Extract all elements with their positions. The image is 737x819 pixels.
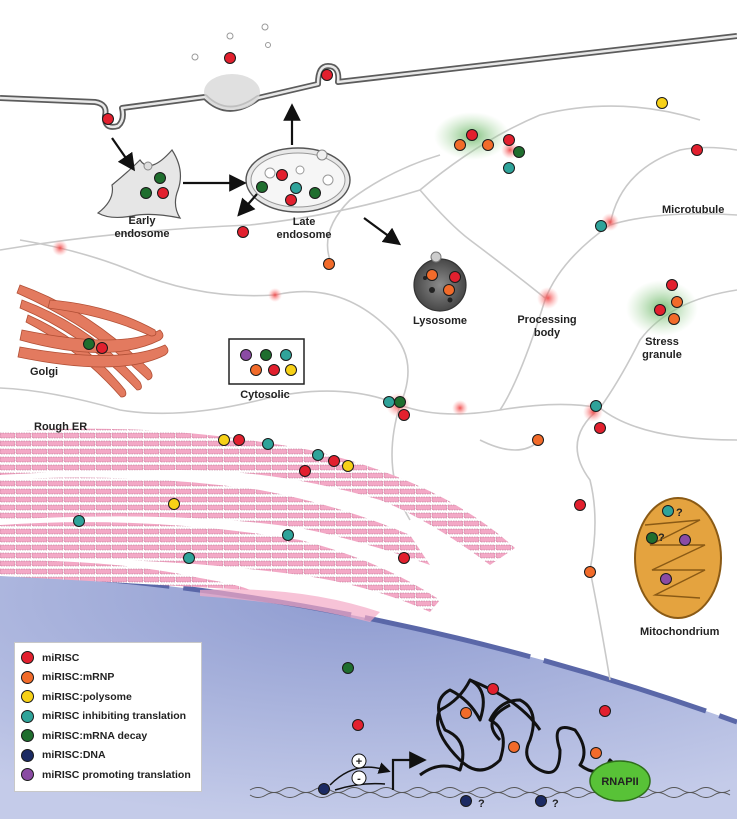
dna: [249, 787, 731, 798]
early-endosome: [96, 149, 182, 219]
legend: miRISC miRISC:mRNP miRISC:polysome miRIS…: [14, 642, 202, 792]
question-mark: ?: [478, 798, 485, 810]
microtubule-label: Microtubule: [662, 204, 724, 216]
rnapii: [589, 760, 651, 802]
plus-symbol: [351, 753, 367, 769]
legend-item-mirisc-promoting: miRISC promoting translation: [21, 765, 195, 785]
exocytosis-vesicle: [204, 74, 260, 110]
cytosolic-box: [228, 338, 305, 385]
legend-swatch: [21, 748, 34, 762]
legend-item-mirisc: miRISC: [21, 648, 195, 668]
minus-label: -: [357, 773, 361, 785]
svg-text:endosome: endosome: [276, 229, 331, 241]
late-endosome-label: Late: [293, 216, 316, 228]
transport-arrows: [111, 103, 402, 246]
legend-swatch: [21, 709, 34, 723]
svg-text:?: ?: [552, 798, 559, 810]
legend-item-mirisc-mrnp: miRISC:mRNP: [21, 668, 195, 688]
golgi-label: Golgi: [30, 366, 58, 378]
svg-text:?: ?: [676, 507, 683, 519]
svg-text:body: body: [534, 327, 561, 339]
legend-item-mirisc-polysome: miRISC:polysome: [21, 687, 195, 707]
svg-text:?: ?: [658, 532, 665, 544]
svg-text:granule: granule: [642, 349, 682, 361]
rnapii-label: RNAPII: [601, 776, 638, 788]
legend-swatch: [21, 651, 34, 665]
cytosolic-label: Cytosolic: [240, 389, 290, 401]
legend-swatch: [21, 729, 34, 743]
legend-item-mirisc-decay: miRISC:mRNA decay: [21, 726, 195, 746]
transcription-start-arrow: [391, 751, 427, 790]
mitochondrium-label: Mitochondrium: [640, 626, 720, 638]
lysosome: [413, 258, 467, 312]
early-endosome-label: Early: [129, 215, 157, 227]
processing-body-label: Processing: [517, 314, 576, 326]
mrna-transcript: [419, 678, 622, 777]
stress-granule-label: Stress: [645, 336, 679, 348]
legend-swatch: [21, 768, 34, 782]
svg-text:endosome: endosome: [114, 228, 169, 240]
legend-item-mirisc-dna: miRISC:DNA: [21, 746, 195, 766]
processing-body: [537, 287, 559, 309]
legend-swatch: [21, 670, 34, 684]
plus-label: +: [356, 756, 362, 768]
minus-symbol: [351, 770, 367, 786]
mirisc-particles: [73, 52, 703, 807]
rough-er-label: Rough ER: [34, 421, 87, 433]
mitochondrium: [634, 497, 722, 619]
rough-er-upper: [0, 428, 515, 565]
legend-item-mirisc-inhibiting: miRISC inhibiting translation: [21, 707, 195, 727]
lysosome-label: Lysosome: [413, 315, 467, 327]
legend-swatch: [21, 690, 34, 704]
